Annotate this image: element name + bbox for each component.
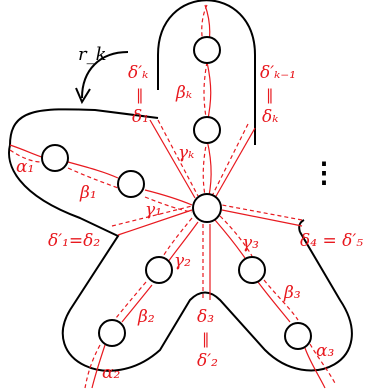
label-delta-km1-prime: δ′ₖ₋₁	[260, 63, 296, 83]
hole-bottom-left-2	[98, 319, 126, 347]
label-delta-4-eq-delta-5: δ₄ = δ′₅	[300, 231, 363, 251]
label-beta-k: βₖ	[175, 83, 192, 103]
label-eq-right-top: ‖	[266, 86, 274, 104]
label-alpha-1: α₁	[16, 157, 34, 177]
curve-delta-2	[117, 209, 193, 236]
label-delta-1-eq-delta-2: δ′₁=δ₂	[48, 231, 100, 251]
surface-boundary-right	[298, 219, 305, 233]
curve-beta-k	[206, 61, 212, 125]
hole-bottom-right-2	[284, 322, 312, 350]
hole-left-1	[41, 144, 69, 172]
label-delta-k: δₖ	[262, 107, 278, 127]
curve-beta-1	[67, 161, 119, 179]
curve-beta-1-dash	[67, 167, 119, 189]
curve-gamma-3	[214, 219, 246, 259]
curve-beta-2-dash	[115, 281, 147, 319]
hole-top-1	[193, 36, 221, 64]
label-dots: ⋮	[310, 156, 338, 189]
label-delta-3: δ₃	[197, 307, 214, 327]
curve-delta-1	[149, 119, 196, 199]
curve-alpha-1	[9, 144, 43, 158]
hole-left-2	[117, 170, 145, 198]
curve-beta-k-dash	[203, 61, 208, 125]
label-beta-1: β₁	[79, 183, 97, 203]
rotation-arrow	[81, 51, 129, 99]
label-gamma-1: γ₁	[145, 200, 162, 220]
hole-bottom-left-1	[145, 256, 173, 284]
curve-gamma-2-dash	[161, 217, 193, 259]
label-delta-2-prime: δ′₂	[197, 351, 218, 371]
curve-alpha-2	[91, 344, 106, 389]
hole-bottom-right-1	[238, 256, 266, 284]
curve-delta-4	[221, 209, 303, 227]
curve-alpha-3	[304, 347, 326, 389]
hole-top-2	[193, 116, 221, 144]
label-beta-2: β₂	[137, 307, 155, 327]
label-delta-1: δ₁	[132, 107, 149, 127]
label-delta-k-prime: δ′ₖ	[128, 63, 148, 83]
surface-boundary	[8, 0, 353, 372]
curve-beta-3	[257, 281, 291, 323]
rotation-arrow-head	[75, 87, 91, 105]
label-eq-left-top: ‖	[136, 86, 144, 104]
curve-gamma-2	[167, 221, 199, 263]
rotation-label: r_k	[78, 44, 107, 65]
label-alpha-2: α₂	[102, 363, 120, 383]
curve-delta-k	[214, 127, 256, 199]
label-eq-bottom: ‖	[202, 330, 210, 348]
hole-center	[192, 193, 222, 223]
label-gamma-k: γₖ	[178, 143, 194, 163]
curve-gamma-1-dash	[144, 196, 193, 213]
label-gamma-2: γ₂	[174, 251, 191, 271]
label-gamma-3: γ₃	[242, 233, 259, 253]
curve-beta-2	[121, 284, 153, 323]
curve-alpha-1-dash	[9, 149, 43, 163]
label-alpha-3: α₃	[316, 341, 334, 361]
curve-alpha-2-dash	[84, 344, 101, 389]
label-beta-3: β₃	[283, 283, 301, 303]
curve-alpha-3-dash	[309, 343, 337, 386]
curve-gamma-1	[144, 189, 193, 206]
curve-delta-1-dash	[157, 119, 199, 197]
curve-beta-3-dash	[263, 279, 299, 321]
